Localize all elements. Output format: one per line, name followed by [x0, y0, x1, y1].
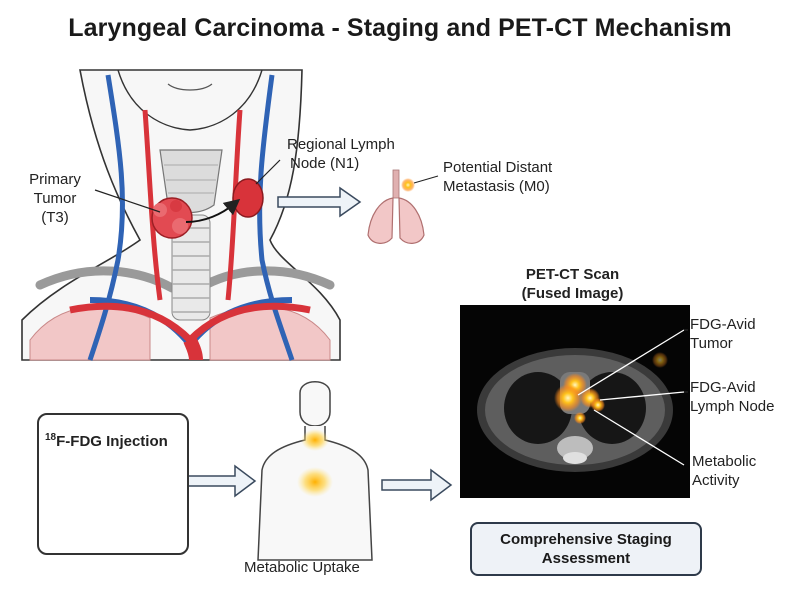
injection-box: [37, 413, 189, 555]
callout-metabolic-line1: Metabolic: [692, 453, 757, 470]
lymph-node-label: Regional Lymph Node (N1): [287, 135, 395, 173]
primary-tumor-shape: [151, 197, 193, 239]
primary-tumor-line2: Tumor: [33, 190, 77, 207]
pet-ct-title-line1: PET-CT Scan: [525, 266, 620, 283]
injection-isotope-superscript: 18: [45, 432, 57, 443]
callout-tumor-line1: FDG-Avid: [690, 316, 756, 333]
pet-ct-image: [460, 305, 690, 498]
metastasis-line2: Metastasis (M0): [443, 178, 550, 195]
pet-ct-title-line2: (Fused Image): [521, 285, 624, 302]
staging-assessment-box: Comprehensive Staging Assessment: [470, 522, 702, 576]
callout-lymph-node-line2: Lymph Node: [690, 398, 775, 415]
callout-tumor: FDG-Avid Tumor: [690, 315, 756, 353]
neck-anatomy: [21, 69, 341, 361]
callout-metabolic-line2: Activity: [692, 472, 740, 489]
staging-line2: Assessment: [541, 550, 631, 567]
callout-metabolic-activity: Metabolic Activity: [692, 452, 756, 490]
page-title: Laryngeal Carcinoma - Staging and PET-CT…: [68, 14, 732, 42]
primary-tumor-label: Primary Tumor (T3): [20, 170, 90, 227]
primary-tumor-line1: Primary: [29, 171, 81, 188]
callout-lymph-node-line1: FDG-Avid: [690, 379, 756, 396]
staging-line1: Comprehensive Staging: [500, 531, 672, 548]
metastasis-label: Potential Distant Metastasis (M0): [443, 158, 552, 196]
lymph-node-shape: [232, 178, 264, 218]
lymph-node-line1: Regional Lymph: [287, 136, 395, 153]
pet-ct-title: PET-CT Scan (Fused Image): [500, 265, 645, 303]
injection-label: 18F-FDG Injection: [45, 428, 168, 451]
callout-tumor-line2: Tumor: [690, 335, 733, 352]
lungs-illustration: [367, 169, 439, 244]
lymph-node-line2: Node (N1): [290, 155, 360, 172]
uptake-label: Metabolic Uptake: [244, 559, 360, 576]
metastasis-line1: Potential Distant: [443, 159, 553, 176]
human-body-figure: [257, 381, 373, 561]
injection-label-text: F-FDG Injection: [56, 433, 168, 450]
callout-lymph-node: FDG-Avid Lymph Node: [690, 378, 775, 416]
primary-tumor-line3: (T3): [41, 209, 69, 226]
